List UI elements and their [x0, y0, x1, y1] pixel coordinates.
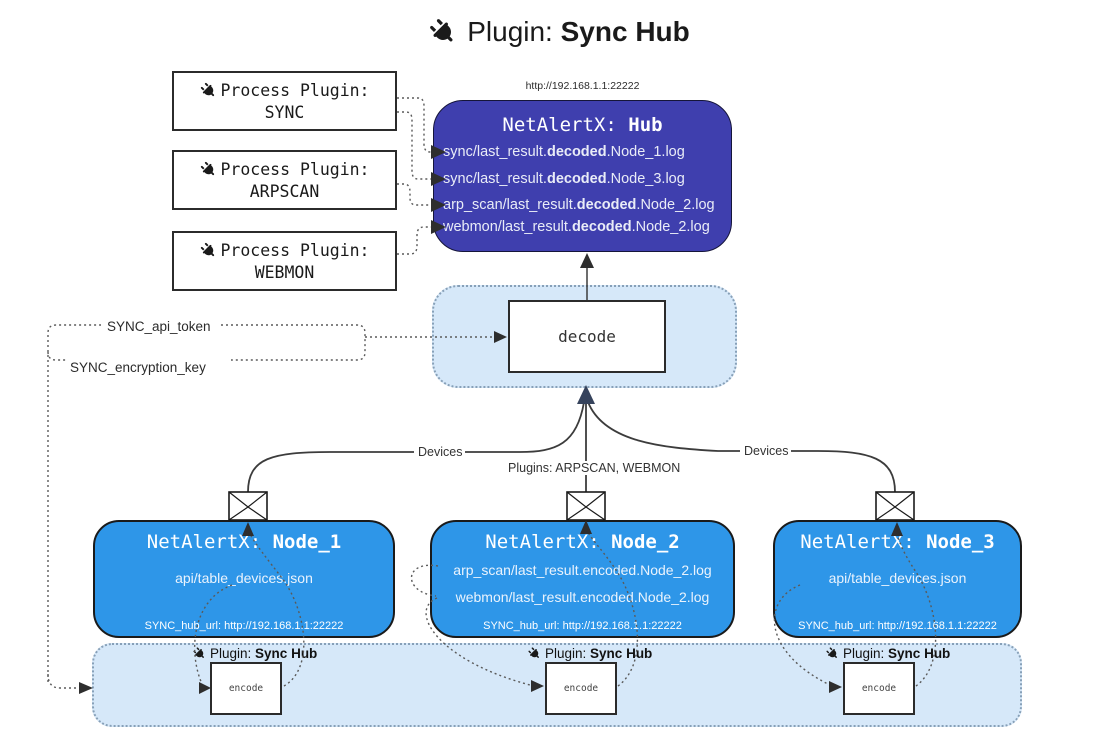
encode-2-box: encode	[545, 662, 617, 715]
edge-sync-to-hub-2	[397, 111, 433, 180]
hub-log-line: sync/last_result.decoded.Node_3.log	[443, 171, 685, 187]
node-2-file: arp_scan/last_result.encoded.Node_2.log	[453, 562, 712, 578]
decode-to-hub-arrowhead	[580, 253, 594, 268]
envelope-icon	[228, 491, 268, 521]
process-plugin-webmon: Process Plugin: WEBMON	[172, 231, 397, 291]
diagram-title: Plugin: Sync Hub	[0, 16, 1117, 48]
page-title: Plugin: Sync Hub	[467, 16, 690, 47]
plug-icon	[527, 646, 542, 661]
plug-icon	[199, 81, 218, 100]
envelope-icon	[566, 491, 606, 521]
encoder-3-label: Plugin: Sync Hub	[825, 646, 950, 661]
node-2-hub-url: SYNC_hub_url: http://192.168.1.1:22222	[483, 620, 682, 632]
plug-icon	[199, 241, 218, 260]
edge-label-devices-left: Devices	[416, 445, 465, 459]
node-1-title: NetAlertX: Node_1	[146, 531, 342, 553]
edge-node3-devices-a	[791, 450, 896, 493]
hub-node	[433, 100, 732, 252]
edge-node1-devices-a	[247, 451, 414, 493]
sync-encryption-key-label: SYNC_encryption_key	[67, 360, 209, 375]
node-2-file: webmon/last_result.encoded.Node_2.log	[455, 589, 710, 605]
edge-label-devices-right: Devices	[742, 444, 791, 458]
node-1	[93, 520, 395, 638]
node-2-title: NetAlertX: Node_2	[485, 531, 680, 553]
plug-icon	[427, 16, 459, 48]
edge-node3-devices-b	[587, 401, 740, 452]
process-plugin-arpscan: Process Plugin: ARPSCAN	[172, 150, 397, 210]
hub-log-line: arp_scan/last_result.decoded.Node_2.log	[443, 197, 715, 213]
edge-node1-devices-b	[465, 401, 585, 453]
process-plugin-sync: Process Plugin: SYNC	[172, 71, 397, 131]
edge-label-plugins: Plugins: ARPSCAN, WEBMON	[506, 461, 683, 475]
decode-box: decode	[508, 300, 666, 373]
plug-icon	[192, 646, 207, 661]
hub-url-label: http://192.168.1.1:22222	[525, 80, 640, 92]
hub-log-line: sync/last_result.decoded.Node_1.log	[443, 144, 685, 160]
node-3-title: NetAlertX: Node_3	[800, 531, 995, 553]
node-3-hub-url: SYNC_hub_url: http://192.168.1.1:22222	[798, 620, 997, 632]
encode-3-box: encode	[843, 662, 915, 715]
sync-api-token-label: SYNC_api_token	[104, 319, 214, 334]
plug-icon	[199, 160, 218, 179]
node-3-file: api/table_devices.json	[828, 570, 967, 586]
hub-log-line: webmon/last_result.decoded.Node_2.log	[443, 219, 710, 235]
encode-1-box: encode	[210, 662, 282, 715]
edge-webmon-to-hub	[397, 226, 433, 255]
secrets-to-encoders-arrowhead	[79, 682, 93, 694]
edge-secrets-right	[221, 324, 366, 361]
node-1-file: api/table_devices.json	[175, 570, 313, 586]
edge-sync-to-hub-1	[397, 97, 433, 153]
encoder-2-label: Plugin: Sync Hub	[527, 646, 652, 661]
plug-icon	[825, 646, 840, 661]
edge-arpscan-to-hub	[397, 183, 433, 206]
node-1-hub-url: SYNC_hub_url: http://192.168.1.1:22222	[144, 620, 344, 632]
edge-secrets-corner	[47, 351, 66, 361]
edge-secrets-to-encoders	[47, 673, 80, 689]
encoder-1-label: Plugin: Sync Hub	[192, 646, 317, 661]
envelope-icon	[875, 491, 915, 521]
hub-title: NetAlertX: Hub	[502, 114, 663, 136]
